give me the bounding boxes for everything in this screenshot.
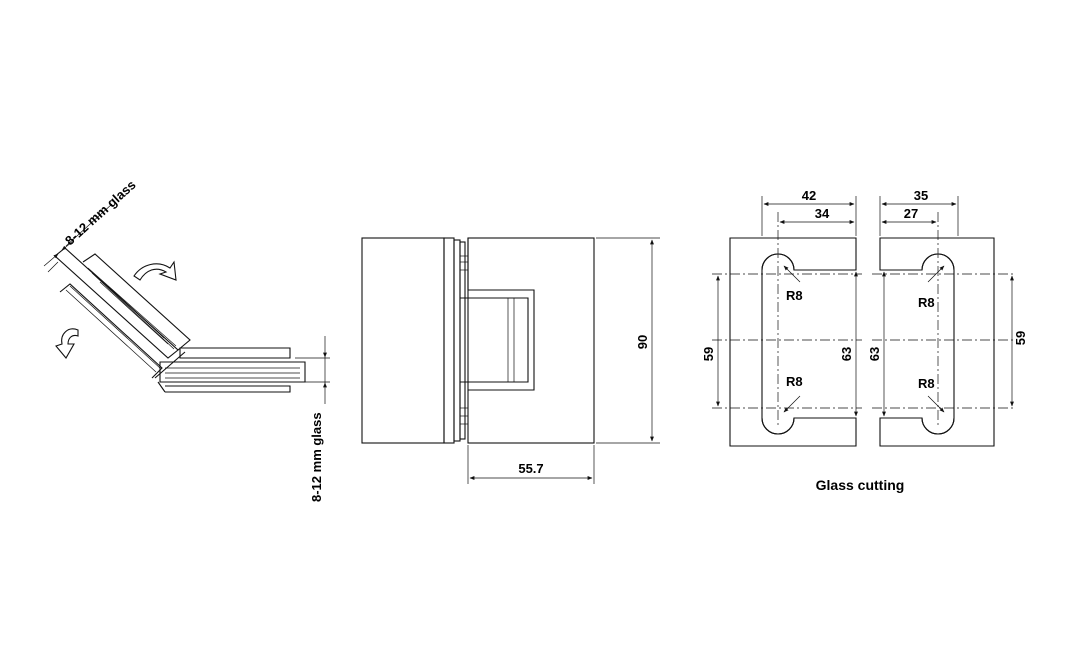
cutout-right-dim-inner: 27 [904,206,918,221]
cutout-right-dim-outer: 35 [914,188,928,203]
cutout-left-dim-outer: 42 [802,188,816,203]
cutout-left-radius-top: R8 [786,288,803,303]
rotate-arrow-icon [133,260,177,281]
angled-glass-panel [54,247,191,379]
hinge-leaf-right [467,237,595,444]
cutout-right-dim-vertical-left: 63 [867,347,882,361]
glass-panel-right [879,237,995,447]
height-dimension [596,237,660,444]
glass-cutout-right: 35 27 R8 R8 63 59 [867,188,1028,447]
glass-cutout-left: 42 34 R8 R8 59 63 [701,188,862,447]
horizontal-glass-panel [154,347,306,393]
height-dimension-label: 90 [635,335,650,349]
hinge-leaf-left [361,237,445,444]
rotate-arrow-icon [55,328,79,359]
cutout-right-dim-vertical-right: 59 [1013,331,1028,345]
glass-thickness-dimension-top [43,203,113,273]
cutout-right-radius-bottom: R8 [918,376,935,391]
glass-label-bottom: 8-12 mm glass [309,412,324,502]
cutout-left-radius-bottom: R8 [786,374,803,389]
cutout-left-dim-vertical-left: 59 [701,347,716,361]
side-view-hinge: 8-12 mm glass 8-12 mm glass [43,177,330,502]
glass-label-top: 8-12 mm glass [62,177,139,248]
front-view-hinge: 90 55.7 [361,237,660,484]
width-dimension [467,445,595,484]
glass-panel-left [729,237,857,447]
glass-cutting-caption: Glass cutting [816,477,905,493]
glass-thickness-dimension-bottom [295,336,330,404]
cutout-left-dim-vertical-right: 63 [839,347,854,361]
cutout-left-dim-inner: 34 [815,206,830,221]
cutout-right-radius-top: R8 [918,295,935,310]
width-dimension-label: 55.7 [518,461,543,476]
